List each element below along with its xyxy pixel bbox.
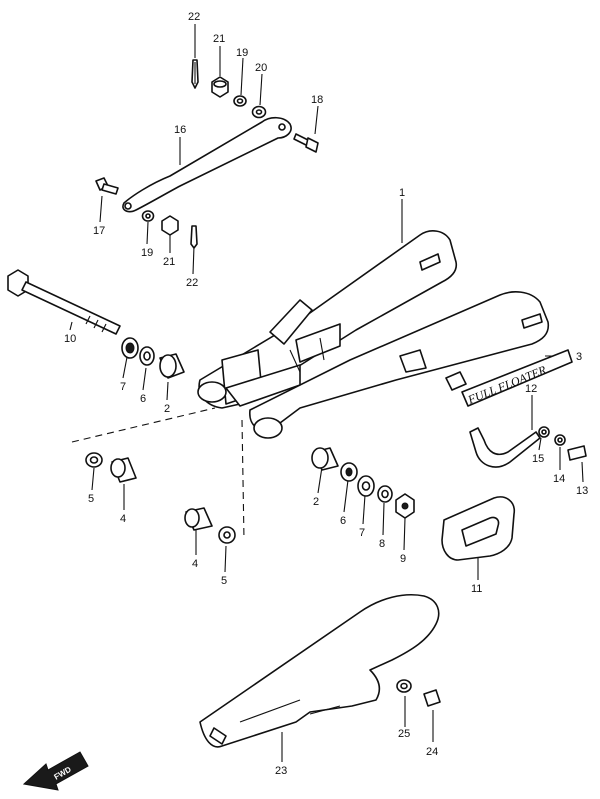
dust-seal-7 — [121, 337, 139, 359]
washer-5-lower — [218, 526, 236, 544]
dust-seal-7-right — [357, 475, 375, 497]
nut-21-lower — [161, 215, 179, 236]
cotter-pin-22-top — [191, 59, 199, 89]
label-25: 25 — [398, 728, 410, 740]
bracket-12 — [469, 427, 541, 468]
label-1: 1 — [399, 187, 405, 199]
label-19-top: 19 — [236, 47, 248, 59]
label-12: 12 — [525, 383, 537, 395]
label-21-lower: 21 — [163, 256, 175, 268]
label-16: 16 — [174, 124, 186, 136]
washer-19-lower — [141, 210, 155, 222]
leader-lines — [69, 24, 584, 762]
washer-6-right — [340, 462, 358, 482]
bolt-24 — [423, 689, 441, 707]
callout-labels: 22 21 19 20 18 16 17 19 21 22 1 10 7 6 2… — [64, 11, 588, 777]
washer-14 — [554, 434, 566, 446]
label-7-left: 7 — [120, 381, 126, 393]
swingarm-1 — [197, 230, 550, 439]
label-6-left: 6 — [140, 393, 146, 405]
label-23: 23 — [275, 765, 287, 777]
washer-8 — [377, 485, 393, 503]
chain-case-23 — [199, 593, 440, 748]
washer-5-left — [85, 452, 103, 468]
label-3: 3 — [576, 351, 582, 363]
label-5-lower: 5 — [221, 575, 227, 587]
collar-25 — [396, 679, 412, 693]
label-17: 17 — [93, 225, 105, 237]
label-13: 13 — [576, 485, 588, 497]
label-5-left: 5 — [88, 493, 94, 505]
label-4-lower: 4 — [192, 558, 198, 570]
bushing-2-left — [159, 353, 185, 379]
label-24: 24 — [426, 746, 438, 758]
bushing-4-left — [110, 457, 137, 483]
block-11 — [441, 496, 516, 561]
decal-tab — [445, 371, 467, 391]
washer-20 — [251, 105, 267, 119]
label-22-lower: 22 — [186, 277, 198, 289]
label-14: 14 — [553, 473, 565, 485]
bolt-17 — [95, 177, 119, 195]
bolt-13 — [567, 445, 587, 461]
label-4-left: 4 — [120, 513, 126, 525]
label-19-lower: 19 — [141, 247, 153, 259]
bushing-2-right — [311, 447, 339, 471]
label-7-right: 7 — [359, 527, 365, 539]
washer-19-top — [233, 95, 247, 107]
washer-15 — [538, 426, 550, 438]
pivot-bolt-10 — [7, 269, 121, 335]
torque-link-16 — [122, 116, 292, 213]
washer-6 — [139, 346, 155, 366]
label-21-top: 21 — [213, 33, 225, 45]
nut-21-top — [211, 76, 229, 98]
label-18: 18 — [311, 94, 323, 106]
nut-9 — [395, 493, 415, 519]
label-11: 11 — [471, 583, 482, 595]
label-20: 20 — [255, 62, 267, 74]
label-6-right: 6 — [340, 515, 346, 527]
cotter-pin-22-lower — [190, 225, 198, 249]
label-2-right: 2 — [313, 496, 319, 508]
label-8: 8 — [379, 538, 385, 550]
label-15: 15 — [532, 453, 544, 465]
label-10: 10 — [64, 333, 76, 345]
bushing-4-lower — [184, 507, 213, 531]
label-22-top: 22 — [188, 11, 200, 23]
label-2-left: 2 — [164, 403, 170, 415]
label-9: 9 — [400, 553, 406, 565]
bolt-18 — [293, 133, 319, 153]
fwd-arrow-icon: FWD — [22, 751, 89, 791]
